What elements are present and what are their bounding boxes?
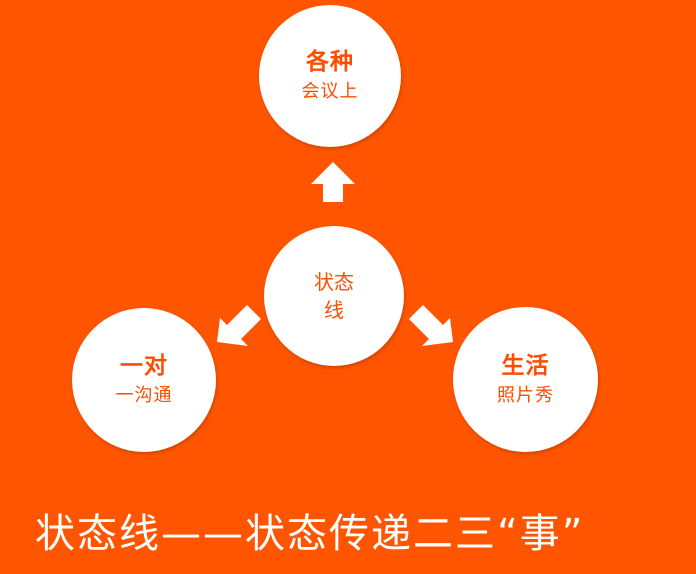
node-status-line-title: 状态 [314, 270, 354, 294]
node-life-photos-title: 生活 [501, 352, 550, 379]
arrow-down-left-icon [217, 305, 261, 346]
node-meetings-subtitle: 会议上 [301, 81, 359, 102]
node-one-on-one-subtitle: 一沟通 [115, 385, 173, 406]
node-life-photos: 生活 照片秀 [453, 307, 598, 452]
node-status-line-subtitle: 线 [324, 298, 344, 322]
node-life-photos-subtitle: 照片秀 [497, 384, 554, 406]
arrow-down-right-icon [409, 305, 453, 346]
node-status-line: 状态 线 [264, 226, 404, 366]
node-meetings-title: 各种 [306, 49, 354, 75]
node-meetings: 各种 会议上 [259, 5, 401, 147]
arrow-up-icon [311, 162, 355, 202]
node-one-on-one: 一对 一沟通 [72, 308, 216, 452]
node-one-on-one-title: 一对 [120, 353, 168, 379]
caption-title: 状态线——状态传递二三“事” [35, 511, 585, 557]
